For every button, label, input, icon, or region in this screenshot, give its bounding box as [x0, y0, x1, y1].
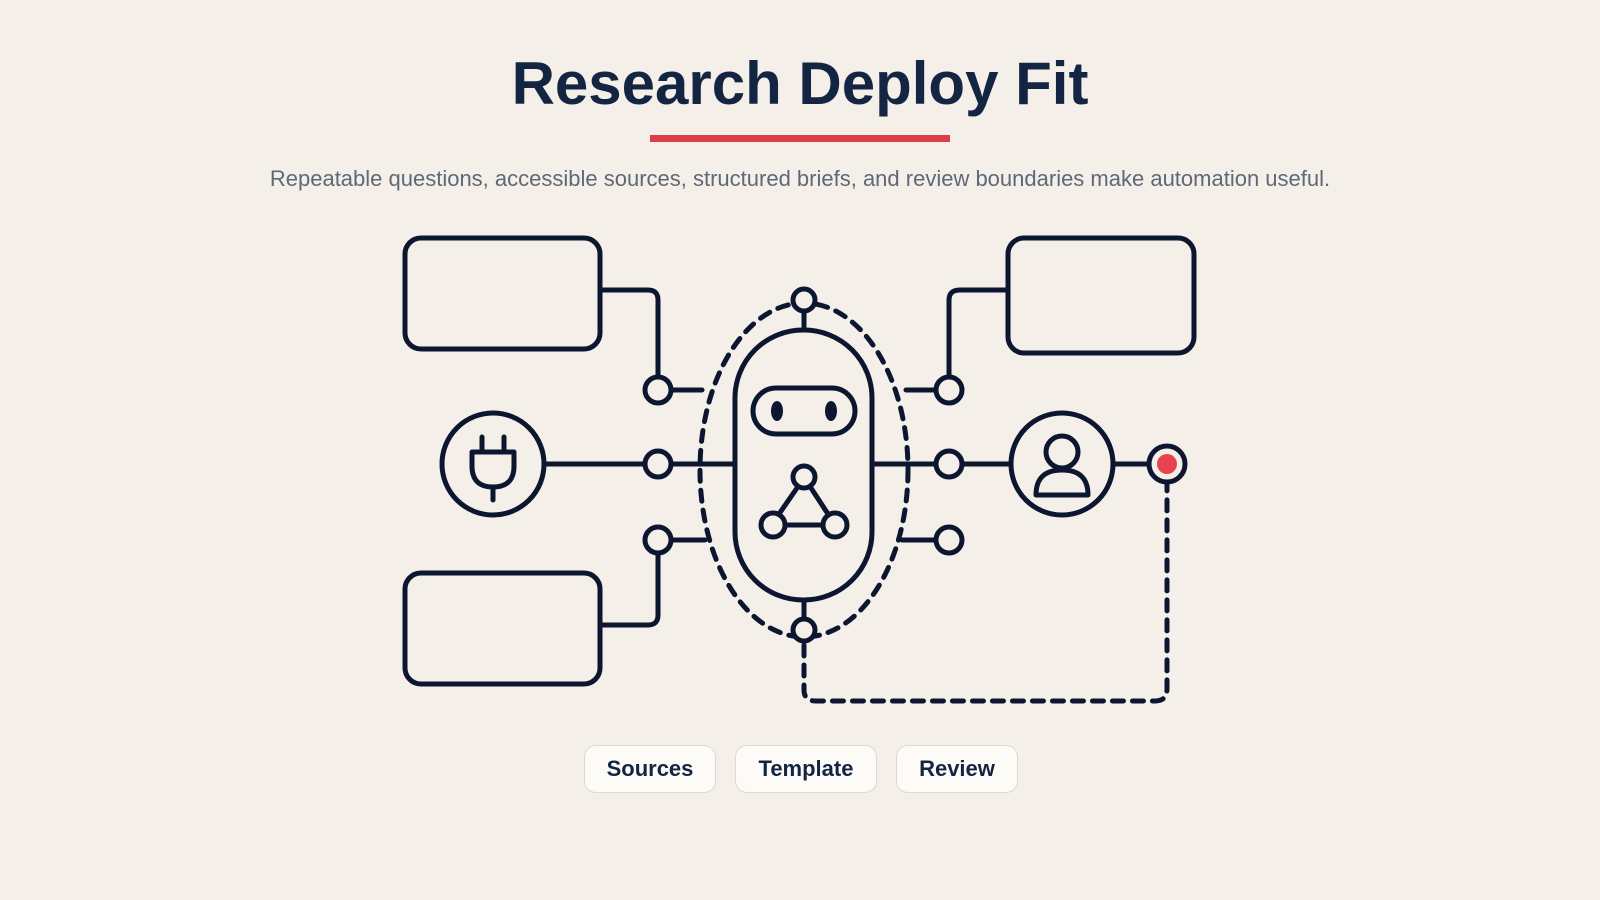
- sources-chip[interactable]: Sources: [584, 745, 716, 793]
- bottom-left-connector: [597, 551, 661, 628]
- robot-visor: [750, 385, 858, 437]
- plug-icon: [439, 410, 547, 518]
- top-right-connector: [946, 287, 1011, 379]
- node-mid-right: [933, 448, 965, 480]
- bottom-left-box: [402, 570, 603, 687]
- node-mid-left: [642, 448, 674, 480]
- top-left-connector: [597, 287, 661, 379]
- node-bottom-left: [642, 524, 674, 556]
- node-top: [790, 286, 818, 314]
- network-icon: [758, 463, 850, 540]
- page-subtitle: Repeatable questions, accessible sources…: [269, 166, 1331, 191]
- review-chip[interactable]: Review: [896, 745, 1018, 793]
- template-chip[interactable]: Template: [735, 745, 877, 793]
- robot-eye-right: [825, 401, 837, 421]
- node-top-right: [933, 374, 965, 406]
- node-top-left: [642, 374, 674, 406]
- robot-eye-left: [771, 401, 783, 421]
- top-left-box: [402, 235, 603, 352]
- chip-row: Sources Template Review: [584, 745, 1018, 793]
- review-loop: [801, 479, 1170, 704]
- user-icon: [1008, 410, 1116, 518]
- page-title: Research Deploy Fit: [511, 50, 1089, 117]
- top-right-box: [1005, 235, 1197, 356]
- robot-icon: [732, 327, 875, 603]
- node-bottom: [790, 616, 818, 644]
- node-bottom-right: [933, 524, 965, 556]
- title-underline: [650, 135, 950, 142]
- status-dot-icon: [1157, 454, 1177, 474]
